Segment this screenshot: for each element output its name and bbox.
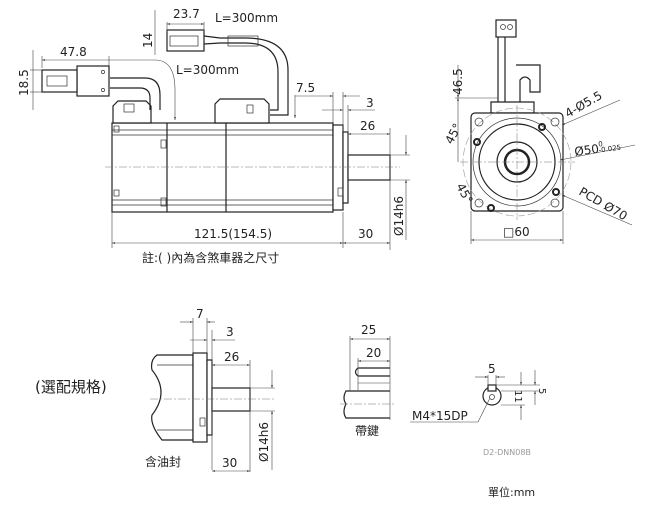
- dim-shaft-length: 30: [358, 227, 373, 241]
- unit-label: 單位:mm: [488, 485, 535, 499]
- dim-oil-seal-26: 26: [224, 350, 239, 364]
- connector-boxes: [112, 98, 270, 124]
- keyed-label: 帶鍵: [355, 423, 379, 438]
- dim-shaft-inner-length: 26: [360, 119, 375, 133]
- side-view: 23.7 L=300mm 14 47.8 18.5 L=300mm 7.5 3: [17, 7, 410, 265]
- front-view: 46.5 45° 45° 4-Ø5.5 Ø500-0.025 PCD Ø70 □…: [442, 19, 636, 244]
- pcd-diameter: PCD Ø70: [577, 184, 630, 223]
- dim-oil-seal-7: 7: [196, 307, 204, 321]
- cable-length-left: L=300mm: [176, 63, 239, 77]
- dim-connector-left-width: 47.8: [60, 45, 87, 59]
- oil-seal-option: 7 3 26 30 Ø14h6 含油封: [145, 307, 275, 472]
- dim-keyed-20: 20: [366, 346, 381, 360]
- dim-oil-seal-3: 3: [226, 325, 234, 339]
- motor-body: [105, 122, 400, 213]
- pilot-tol-upper: 0: [598, 140, 604, 149]
- tapped-hole-option: 5 5 11 M4*15DP: [410, 362, 547, 423]
- dim-flange-thickness: 3: [366, 96, 374, 110]
- dim-tap-height: 5: [536, 388, 547, 394]
- dim-shaft-diameter: Ø14h6: [392, 196, 406, 236]
- encoder-connector: [166, 29, 289, 116]
- model-number: D2-DNN08B: [483, 448, 531, 457]
- options-title: (選配規格): [35, 378, 107, 396]
- pilot-diameter-value: Ø50: [573, 142, 599, 159]
- dim-tap-depth-11: 11: [512, 390, 523, 403]
- angle-top: 45°: [442, 121, 464, 146]
- options-section: (選配規格) 7 3 26 30: [35, 307, 547, 499]
- dim-cable-height: 46.5: [451, 68, 465, 95]
- dim-connector-left-height: 18.5: [17, 69, 31, 96]
- dim-connector-top-width: 23.7: [173, 7, 200, 21]
- cable-length-top: L=300mm: [215, 11, 278, 25]
- tap-label: M4*15DP: [412, 409, 468, 423]
- pilot-diameter: Ø500-0.025: [573, 138, 621, 159]
- keyed-shaft-option: 25 20 帶鍵: [340, 323, 395, 438]
- dim-body-length: 121.5(154.5): [194, 227, 272, 241]
- dim-tap-width: 5: [488, 362, 496, 376]
- dim-connector-top-height: 14: [141, 33, 155, 48]
- dim-oil-seal-diameter: Ø14h6: [257, 422, 271, 462]
- side-dimensions: 23.7 L=300mm 14 47.8 18.5 L=300mm 7.5 3: [17, 7, 410, 265]
- dim-oil-seal-30: 30: [222, 456, 237, 470]
- power-connector: [41, 65, 161, 110]
- oil-seal-label: 含油封: [145, 454, 181, 469]
- dim-keyed-25: 25: [361, 323, 376, 337]
- dim-flange-offset: 7.5: [296, 81, 315, 95]
- flange-size: □60: [503, 225, 530, 239]
- pilot-tol-lower: -0.025: [598, 144, 621, 155]
- brake-note: 註:( )內為含煞車器之尺寸: [142, 250, 279, 265]
